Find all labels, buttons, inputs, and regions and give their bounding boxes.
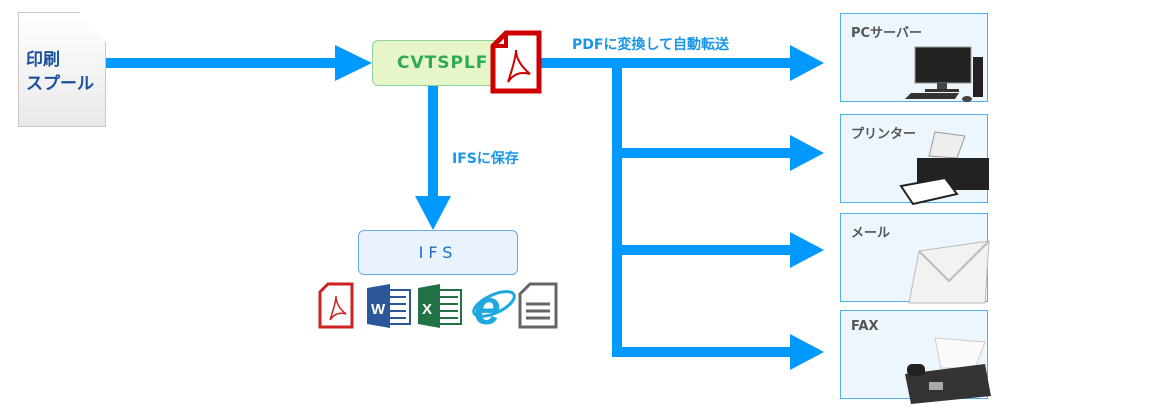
excel-icon: X <box>418 284 462 328</box>
file-type-icons: W X e <box>318 282 558 330</box>
cvtsplf-box: CVTSPLF <box>372 40 506 86</box>
printer-icon <box>899 131 989 206</box>
envelope-icon <box>908 240 990 304</box>
computer-icon <box>905 46 983 102</box>
fax-icon <box>905 337 991 404</box>
svg-text:W: W <box>371 301 386 318</box>
ifs-box: IFS <box>358 230 518 275</box>
destination-fax: FAX <box>840 310 991 404</box>
svg-text:X: X <box>422 301 432 318</box>
text-file-icon <box>518 282 558 329</box>
destination-pc-server: PCサーバー <box>840 13 988 102</box>
destination-printer: プリンター <box>840 114 989 206</box>
save-ifs-label: IFSに保存 <box>452 151 519 167</box>
word-icon: W <box>367 284 411 328</box>
print-spool-label: 印刷スプール <box>26 50 94 94</box>
svg-text:e: e <box>474 282 501 330</box>
pdf-icon <box>490 30 542 94</box>
ie-icon: e <box>472 282 516 330</box>
destination-mail: メール <box>840 213 990 304</box>
print-spool-document <box>18 12 106 127</box>
convert-send-label: PDFに変換して自動転送 <box>572 37 730 53</box>
pdf-icon <box>318 282 354 329</box>
